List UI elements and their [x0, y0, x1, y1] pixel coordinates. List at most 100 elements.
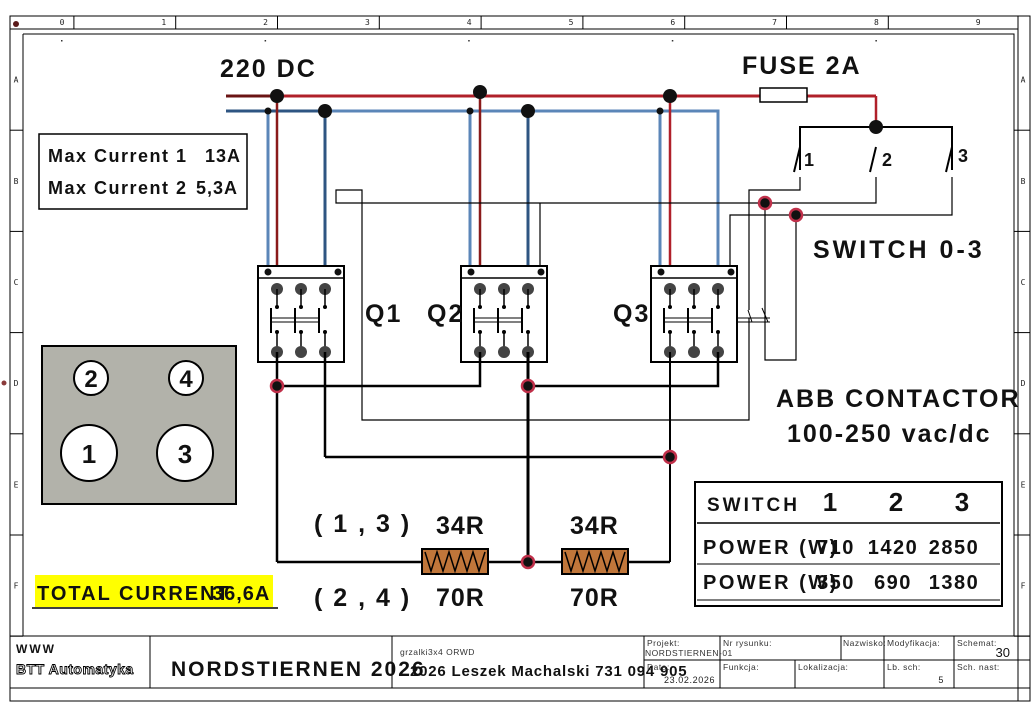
row-label-right: F [1021, 582, 1026, 591]
burner-small [168, 360, 204, 396]
fuse-label: FUSE 2A [742, 52, 862, 80]
output-wiring [269, 352, 720, 570]
table-header-position: 3 [955, 487, 969, 517]
row-label-left: F [14, 582, 19, 591]
table-header-position: 1 [823, 487, 837, 517]
modyfikacja-label: Modyfikacja: [887, 638, 940, 648]
table-row-label: POWER (W) [703, 572, 839, 594]
table-row-label: POWER (W) [703, 537, 839, 559]
table-cell-power: 2850 [929, 537, 980, 559]
column-label: 7 [772, 18, 777, 27]
junction-node [520, 378, 536, 394]
total-current-label: TOTAL CURRENT [37, 583, 231, 605]
row-label-right: B [1021, 177, 1026, 186]
max-current-2-label: Max Current 2 [48, 178, 188, 198]
frame-side-marker [1, 380, 7, 386]
table-cell-power: 1380 [929, 572, 980, 594]
row-label-right: C [1021, 278, 1026, 287]
author-line: 2026 Leszek Machalski 731 094 905 [410, 663, 687, 680]
contactor-q2 [460, 265, 548, 363]
funkcja-label: Funkcja: [723, 662, 759, 672]
company-line1: WWW [16, 642, 56, 656]
schemat-label: Schemat: [957, 638, 997, 648]
supply-label: 220 DC [220, 55, 317, 83]
contactors [257, 265, 770, 363]
file-name: grzalki3x4 ORWD [400, 647, 475, 657]
switch-position-2: 2 [882, 150, 892, 170]
contactor-feeds [264, 85, 677, 290]
nazwisko-label: Nazwisko: [843, 638, 886, 648]
resistor-1-value-top: 34R [436, 512, 485, 540]
heating-resistor-2 [561, 548, 629, 575]
switch-position-3: 3 [958, 146, 968, 166]
row-label-left: D [14, 379, 19, 388]
resistor-group-13: ( 1 , 3 ) [314, 510, 411, 538]
row-label-left: B [14, 177, 19, 186]
resistor-2-value-bottom: 70R [570, 584, 619, 612]
table-cell-power: 710 [817, 537, 855, 559]
junction-node [520, 554, 536, 570]
column-label: 3 [365, 18, 370, 27]
contactor-label-q1: Q1 [365, 300, 402, 328]
data-label: Data: [647, 662, 670, 672]
table-cell-power: 350 [817, 572, 855, 594]
title-block: WWW BTT Automatyka NORDSTIERNEN 2026 grz… [10, 636, 1030, 689]
total-current-value: 36,6A [212, 583, 270, 605]
hotplate-diagram: 2 4 1 3 [41, 345, 237, 505]
column-label: 8 [874, 18, 879, 27]
burner-large [156, 424, 214, 482]
schemat-value: 30 [996, 645, 1010, 660]
total-current: TOTAL CURRENT 36,6A [32, 575, 278, 609]
nr-rysunku-label: Nr rysunku: [723, 638, 772, 648]
company-line2: BTT Automatyka [16, 661, 134, 677]
column-label: 5 [569, 18, 574, 27]
burner-label-4: 4 [179, 366, 193, 393]
row-label-right: E [1021, 480, 1026, 489]
max-current-2-value: 5,3A [196, 178, 238, 198]
junction-node [269, 378, 285, 394]
column-label: 4 [467, 18, 472, 27]
contactor-label-q2: Q2 [427, 300, 464, 328]
switch-title: SWITCH 0-3 [813, 236, 985, 264]
fuse-symbol [759, 87, 808, 103]
row-label-right: A [1021, 76, 1026, 85]
switch-position-1: 1 [804, 150, 814, 170]
projekt-label: Projekt: [647, 638, 680, 648]
junction-node [757, 195, 773, 211]
row-label-right: D [1021, 379, 1026, 388]
column-label: 0 [60, 18, 65, 27]
rotary-switch [335, 120, 953, 421]
heating-resistor-1 [421, 548, 489, 575]
column-label: 2 [263, 18, 268, 27]
column-label: 1 [161, 18, 166, 27]
burner-large [60, 424, 118, 482]
supply-rails [226, 87, 878, 280]
row-label-left: A [14, 76, 19, 85]
burner-label-2: 2 [84, 366, 97, 393]
contactor-label-q3: Q3 [613, 300, 650, 328]
frame-origin-marker [13, 21, 19, 27]
max-current-1-label: Max Current 1 [48, 146, 188, 166]
max-current-box: Max Current 1 13A Max Current 2 5,3A [38, 133, 248, 210]
lb-sch-label: Lb. sch: [887, 662, 921, 672]
burner-small [73, 360, 109, 396]
contactor-q1 [257, 265, 345, 363]
contactor-q3 [650, 265, 738, 363]
column-label: 6 [670, 18, 675, 27]
table-header-switch: SWITCH [707, 495, 800, 516]
projekt-value: NORDSTIERNEN-01 [645, 648, 733, 658]
burner-label-1: 1 [82, 439, 96, 469]
column-grid: 0 1 2 3 4 5 6 7 8 9 [60, 16, 981, 42]
column-label: 9 [976, 18, 981, 27]
table-cell-power: 690 [874, 572, 912, 594]
lokalizacja-label: Lokalizacja: [798, 662, 848, 672]
table-header-position: 2 [889, 487, 903, 517]
row-label-left: C [14, 278, 19, 287]
contactor-note-line1: ABB CONTACTOR [776, 385, 1021, 413]
resistor-group-24: ( 2 , 4 ) [314, 584, 411, 612]
drawing-title: NORDSTIERNEN 2026 [171, 658, 426, 681]
max-current-1-value: 13A [205, 146, 241, 166]
